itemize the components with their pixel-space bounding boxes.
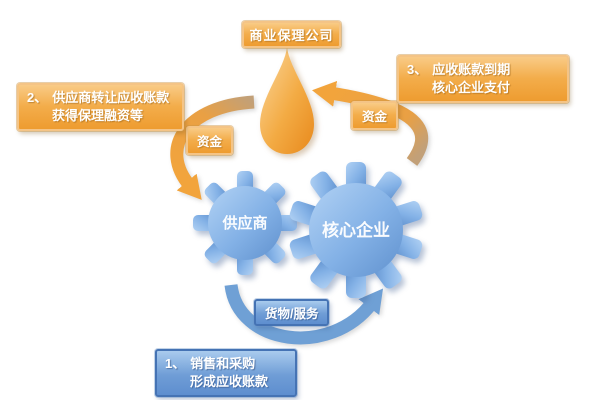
funds-label-left-text: 资金 <box>197 135 223 149</box>
droplet-icon <box>260 47 314 154</box>
step1-number: 1、 <box>165 356 186 371</box>
core-enterprise-gear-shape <box>289 162 423 298</box>
step1-line1: 销售和采购 <box>190 356 256 371</box>
droplet-shape <box>260 47 314 154</box>
step1-box: 1、 销售和采购 形成应收账款 <box>155 349 297 397</box>
goods-services-label: 货物/服务 <box>254 299 330 326</box>
step2-line1: 供应商转让应收账款 <box>52 90 170 105</box>
step3-box: 3、 应收账款到期 核心企业支付 <box>397 55 569 103</box>
funds-label-right: 资金 <box>351 101 399 130</box>
funds-label-left: 资金 <box>186 126 234 155</box>
funds-label-right-text: 资金 <box>362 110 388 124</box>
step3-line2: 核心企业支付 <box>432 79 511 95</box>
goods-services-label-text: 货物/服务 <box>265 307 319 321</box>
supplier-gear-label: 供应商 <box>221 214 267 232</box>
step1-line2: 形成应收账款 <box>190 373 269 389</box>
step3-number: 3、 <box>407 62 428 77</box>
step2-number: 2、 <box>27 90 48 105</box>
supplier-gear-shape <box>193 171 297 275</box>
step3-line1: 应收账款到期 <box>432 62 511 77</box>
factoring-company-label: 商业保理公司 <box>249 28 334 43</box>
factoring-company-box: 商业保理公司 <box>242 21 341 48</box>
step2-box: 2、 供应商转让应收账款 获得保理融资等 <box>17 83 184 131</box>
core-enterprise-gear: 核心企业 <box>289 162 423 298</box>
supplier-gear: 供应商 <box>193 171 297 275</box>
step2-line2: 获得保理融资等 <box>52 107 144 123</box>
core-enterprise-gear-label: 核心企业 <box>322 220 390 240</box>
